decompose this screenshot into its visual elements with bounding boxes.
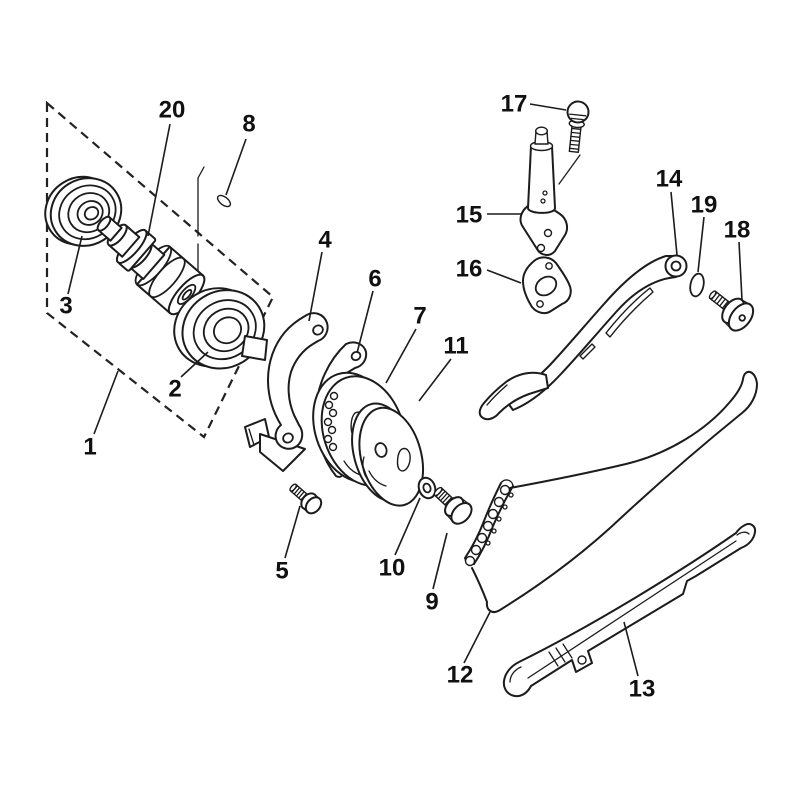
part-number-16: 16 <box>456 256 483 283</box>
part-16-tensioner-gasket <box>522 256 572 315</box>
leader-line-16 <box>486 269 522 284</box>
part-number-12: 12 <box>447 662 474 689</box>
part-number-6: 6 <box>368 266 381 293</box>
part-number-7: 7 <box>413 303 426 330</box>
part-number-8: 8 <box>242 111 255 138</box>
part-15-chain-tensioner <box>519 126 569 256</box>
leader-line-13 <box>623 621 639 677</box>
leader-line-12 <box>463 611 491 664</box>
part-number-19: 19 <box>691 192 718 219</box>
part-number-3: 3 <box>59 293 72 320</box>
leader-line-10 <box>394 497 421 556</box>
leader-line-8 <box>225 138 247 196</box>
part-number-4: 4 <box>318 227 332 254</box>
part-4-camshaft-holder <box>241 312 329 472</box>
leader-line-6 <box>356 290 374 354</box>
leader-line-19 <box>697 216 705 273</box>
leader-line-14 <box>670 191 678 256</box>
part-10-washer <box>417 476 437 500</box>
part-12-cam-chain <box>464 370 758 613</box>
part-number-17: 17 <box>501 91 528 118</box>
leader-line-1 <box>93 370 119 435</box>
part-2-bearing <box>173 287 266 370</box>
part-number-13: 13 <box>629 676 656 703</box>
leader-line-2 <box>180 351 209 378</box>
part-19-o-ring <box>689 272 705 298</box>
part-number-14: 14 <box>656 166 683 193</box>
part-9-sprocket-bolt <box>433 486 473 525</box>
leader-line-18 <box>738 241 743 301</box>
leader-line-7 <box>385 328 417 384</box>
leader-line-20 <box>147 123 171 237</box>
part-number-18: 18 <box>724 217 751 244</box>
part-number-11: 11 <box>443 333 468 360</box>
part-number-1: 1 <box>83 434 96 461</box>
part-number-10: 10 <box>379 555 406 582</box>
leader-line-11 <box>418 358 452 402</box>
part-14-tensioner-arm <box>478 254 688 421</box>
part-number-2: 2 <box>168 376 181 403</box>
part-number-9: 9 <box>425 589 438 616</box>
leader-line-5 <box>284 505 301 559</box>
part-8-dowel-pin <box>216 194 232 208</box>
part-13-chain-guide <box>502 522 757 698</box>
leader-line-4 <box>308 251 323 322</box>
leader-line-3 <box>67 235 83 295</box>
part-number-20: 20 <box>159 97 186 124</box>
part-5-bolt <box>289 483 323 515</box>
part-11-sprocket-plate <box>351 402 424 507</box>
part-20-camshaft <box>96 215 206 316</box>
leader-line-17 <box>529 103 567 111</box>
part-number-15: 15 <box>456 202 483 229</box>
part-18-pivot-bolt <box>708 290 755 332</box>
part-17-tensioner-bolt <box>558 100 590 185</box>
part-number-5: 5 <box>275 558 288 585</box>
leader-line-9 <box>432 532 448 590</box>
